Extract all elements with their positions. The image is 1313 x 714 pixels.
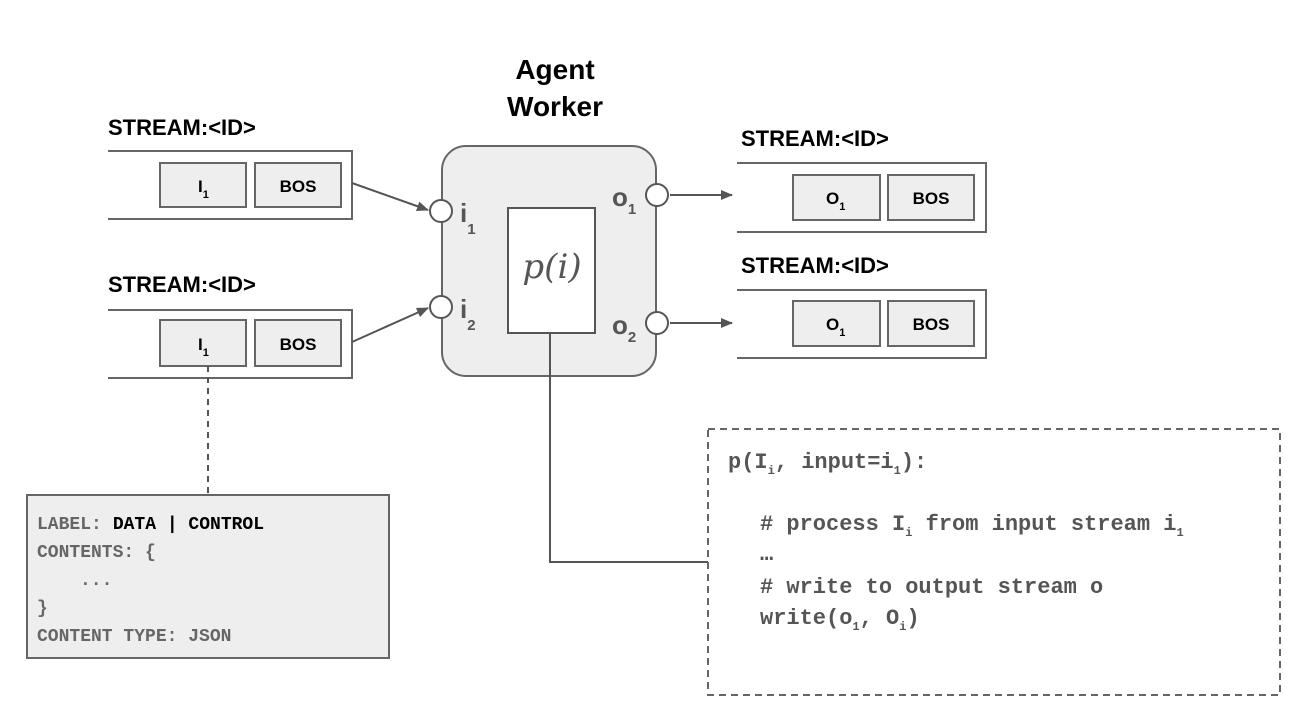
code-line-5: write(o1, Oi) bbox=[760, 606, 920, 634]
bos-label: BOS bbox=[280, 177, 317, 196]
message-contents-close: } bbox=[37, 599, 48, 619]
bos-cell bbox=[254, 162, 342, 208]
output-stream-2: STREAM:<ID> O1 BOS bbox=[737, 253, 987, 359]
input-stream-1: STREAM:<ID> I1 BOS bbox=[108, 115, 353, 220]
bos-cell bbox=[887, 174, 975, 221]
bos-label: BOS bbox=[280, 335, 317, 354]
input-port-2-label: i2 bbox=[460, 294, 476, 334]
processor-box bbox=[507, 207, 596, 334]
bos-label: BOS bbox=[913, 189, 950, 208]
agent-title-line1: Agent bbox=[515, 54, 594, 85]
token-cell bbox=[792, 300, 881, 347]
token-cell bbox=[159, 319, 247, 367]
code-connector bbox=[549, 333, 708, 563]
agent-title-line2: Worker bbox=[507, 91, 603, 122]
token-cell bbox=[792, 174, 881, 221]
input-port-1 bbox=[429, 199, 453, 223]
code-line-3: … bbox=[760, 542, 773, 567]
output-port-1 bbox=[645, 183, 669, 207]
bos-cell bbox=[254, 319, 342, 367]
code-box: p(Ii, input=i1): # process Ii from input… bbox=[707, 428, 1281, 696]
message-format-box: LABEL:DATA | CONTROL CONTENTS: { ... } C… bbox=[26, 494, 390, 659]
token-label: I1 bbox=[198, 177, 209, 201]
bos-cell bbox=[887, 300, 975, 347]
code-line-4: # write to output stream o bbox=[760, 575, 1103, 600]
stream-label: STREAM:<ID> bbox=[741, 126, 889, 151]
message-label-line: LABEL:DATA | CONTROL bbox=[37, 515, 264, 535]
message-content-type: CONTENT TYPE: JSON bbox=[37, 627, 231, 647]
token-label: I1 bbox=[198, 335, 209, 359]
bos-label: BOS bbox=[913, 315, 950, 334]
token-cell bbox=[159, 162, 247, 208]
stream-label: STREAM:<ID> bbox=[741, 253, 889, 278]
code-line-1: p(Ii, input=i1): bbox=[728, 450, 927, 478]
message-contents-open: CONTENTS: { bbox=[37, 543, 156, 563]
code-line-2: # process Ii from input stream i1 bbox=[760, 512, 1184, 540]
message-ellipsis: ... bbox=[80, 571, 112, 591]
token-label: O1 bbox=[826, 315, 845, 339]
arrow-in-1 bbox=[351, 182, 429, 212]
stream-label: STREAM:<ID> bbox=[108, 272, 256, 297]
arrow-in-2 bbox=[351, 307, 429, 343]
input-stream-2: STREAM:<ID> I1 BOS bbox=[108, 272, 353, 379]
input-port-1-label: i1 bbox=[460, 198, 476, 238]
input-port-2 bbox=[429, 295, 453, 319]
output-port-2 bbox=[645, 311, 669, 335]
token-label: O1 bbox=[826, 189, 845, 213]
agent-worker: Agent Worker p(i) i1 i2 o1 o2 bbox=[429, 54, 669, 377]
output-port-1-label: o1 bbox=[612, 182, 636, 218]
stream-label: STREAM:<ID> bbox=[108, 115, 256, 140]
output-port-2-label: o2 bbox=[612, 310, 636, 346]
output-stream-1: STREAM:<ID> O1 BOS bbox=[737, 126, 987, 233]
processor-function: p(i) bbox=[522, 247, 581, 287]
